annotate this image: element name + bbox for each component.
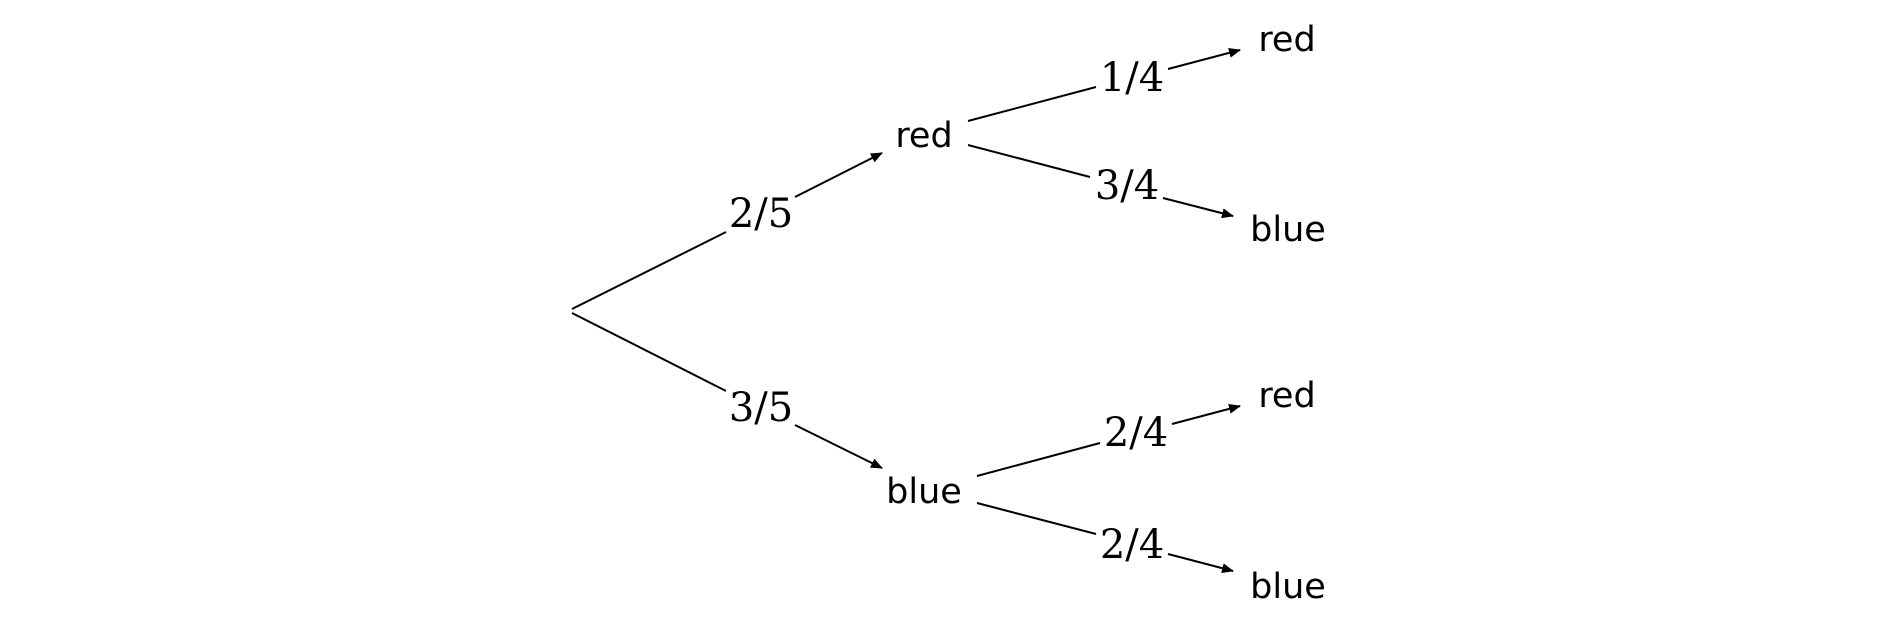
node-blue: blue [886, 472, 962, 512]
probability-blue-blue: 2/4 [1100, 522, 1164, 568]
probability-blue-red: 2/4 [1104, 410, 1168, 456]
node-red: red [895, 116, 952, 156]
leaf-blue-red: red [1258, 376, 1315, 416]
edge-blue-red-upper [1171, 403, 1241, 425]
probability-red-red: 1/4 [1100, 55, 1164, 101]
edge-root-to-blue-upper [794, 424, 883, 469]
branch-blue-to-red: 2/4 [976, 403, 1241, 477]
branch-root-to-red: 2/5 [571, 152, 883, 310]
leaf-red-blue: blue [1250, 210, 1326, 250]
edge-red-blue-lower [967, 144, 1091, 178]
branch-blue-to-blue: 2/4 [976, 502, 1234, 574]
edge-blue-red-lower [976, 442, 1101, 477]
edge-red-red-upper [1167, 47, 1241, 70]
leaf-red-red: red [1258, 20, 1315, 60]
edge-root-to-red-upper [794, 152, 883, 198]
edge-root-to-red-lower [571, 231, 727, 310]
probability-red-blue: 3/4 [1095, 163, 1159, 209]
edge-red-blue-upper [1162, 197, 1234, 219]
branch-root-to-blue: 3/5 [571, 312, 883, 469]
edge-blue-blue-lower [976, 502, 1097, 535]
probability-root-blue: 3/5 [729, 385, 793, 431]
branch-red-to-red: 1/4 [967, 47, 1241, 122]
edge-root-to-blue-lower [571, 312, 727, 392]
edge-blue-blue-upper [1167, 553, 1234, 574]
branch-red-to-blue: 3/4 [967, 144, 1234, 219]
probability-root-red: 2/5 [729, 191, 793, 237]
edge-red-red-lower [967, 86, 1097, 122]
leaf-blue-blue: blue [1250, 567, 1326, 607]
